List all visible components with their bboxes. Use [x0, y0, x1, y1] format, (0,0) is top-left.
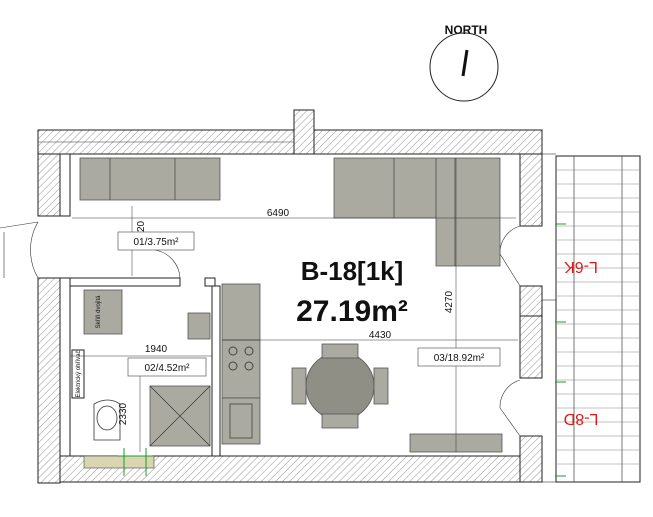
entrance-door — [0, 221, 39, 279]
dimension-lines — [70, 158, 518, 452]
stove — [221, 339, 261, 399]
dim-bath-width: 1940 — [145, 344, 168, 355]
unit-area: 27.19m² — [296, 295, 408, 328]
furniture — [71, 157, 503, 469]
radiator — [83, 455, 155, 469]
room-02-box — [127, 357, 207, 377]
wardrobe-top — [79, 157, 221, 201]
corner-sofa — [333, 157, 501, 267]
north-compass: NORTH — [429, 23, 499, 102]
fridge — [221, 283, 261, 341]
compass-circle — [429, 32, 499, 102]
unit-code: B-18[1k] — [301, 256, 404, 286]
balcony-lower-label: L-8D — [564, 410, 599, 427]
room-03-label: 03/18.92m² — [434, 353, 485, 364]
kitchen-sink — [221, 397, 261, 445]
dim-overall-width: 6490 — [267, 208, 290, 219]
room-03-box — [417, 347, 501, 367]
boiler — [71, 349, 85, 399]
balcony-door-lower — [499, 379, 521, 409]
balcony — [555, 155, 641, 483]
room-02-label: 02/4.52m² — [144, 363, 190, 374]
double-wardrobe — [83, 289, 123, 335]
hall-door-arc — [154, 249, 181, 281]
wardrobe-note: Skříň dvojitá — [96, 295, 102, 329]
balcony-door-upper — [499, 225, 521, 255]
dim-room-depth: 4270 — [444, 290, 455, 313]
bath-cabinet — [187, 312, 211, 340]
dining-table — [305, 351, 375, 421]
room-01-box — [117, 231, 195, 251]
north-arrow-icon — [461, 49, 469, 77]
boiler-note: Elektrický ohřívač — [76, 350, 82, 397]
dim-room-width: 4430 — [369, 330, 392, 341]
green-markers — [118, 223, 566, 477]
dim-bath-depth: 2330 — [118, 402, 129, 425]
room-01-label: 01/3.75m² — [133, 237, 179, 248]
balcony-upper-label: L-6K — [564, 258, 598, 275]
north-label: NORTH — [445, 23, 488, 37]
